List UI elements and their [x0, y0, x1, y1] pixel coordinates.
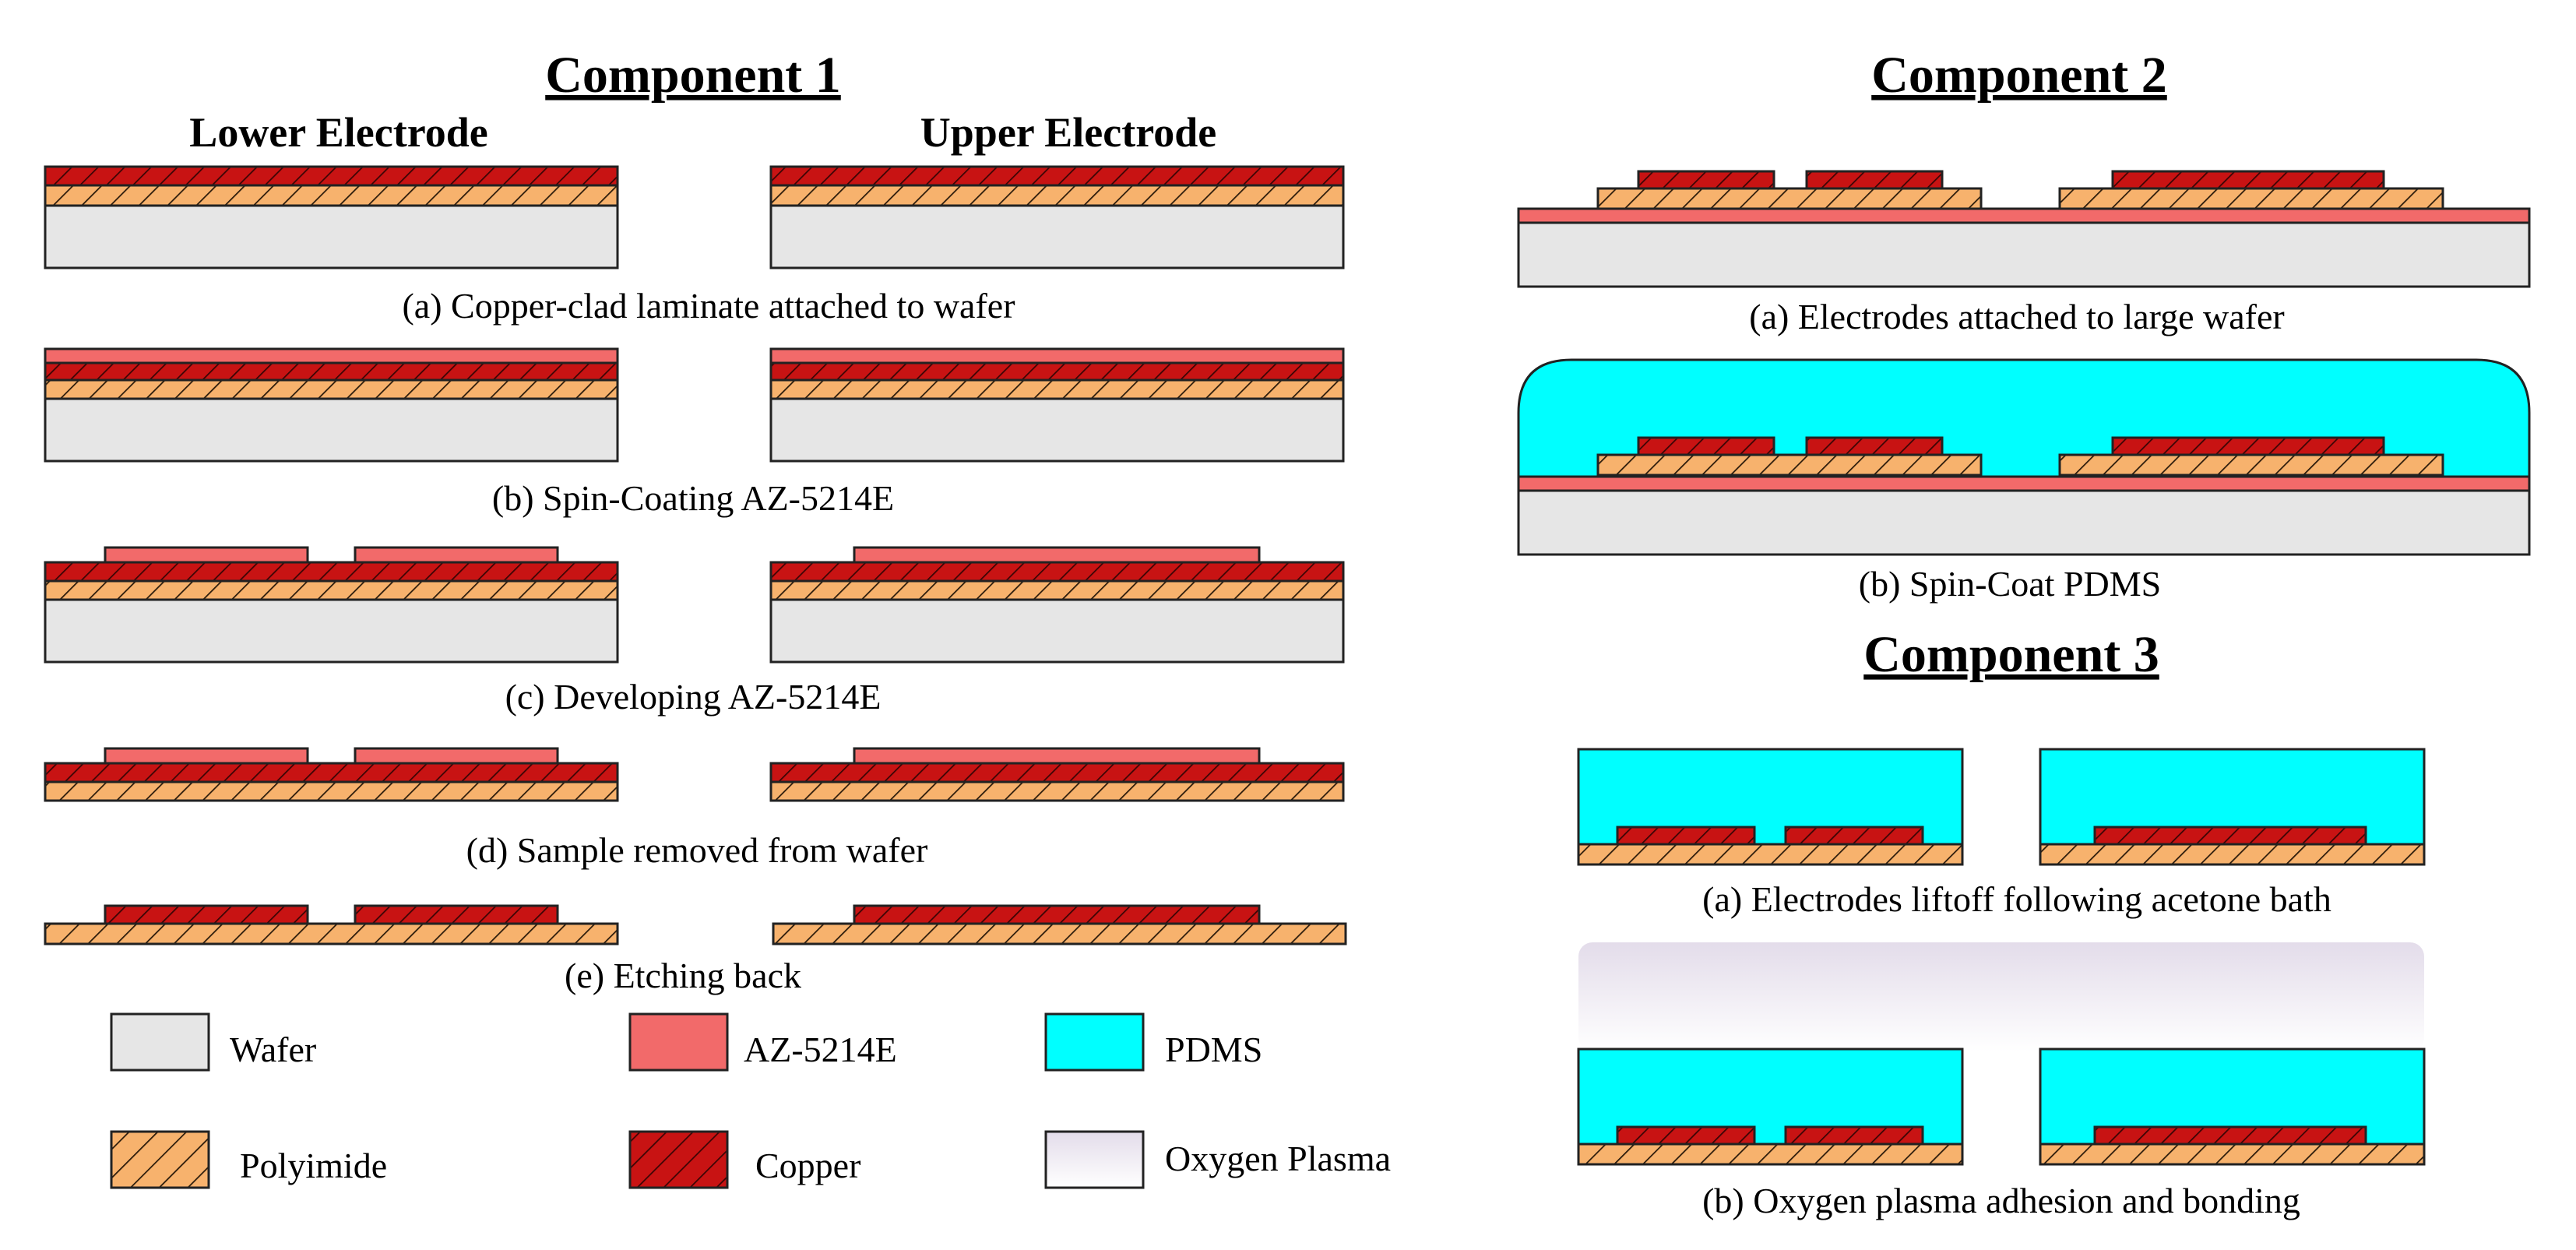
c2b-copper-2	[1805, 436, 1944, 456]
upper-c-wafer	[769, 597, 1345, 664]
lower-d-resist-1	[104, 747, 309, 765]
lower-b-polyimide	[44, 377, 619, 400]
lower-b-copper	[44, 361, 619, 382]
c2a-polyimide-left	[1596, 187, 1983, 210]
c3b-oxygen-plasma	[1578, 942, 2424, 1051]
component2-title: Component 2	[1871, 47, 2167, 104]
c1-step-b-caption: (b) Spin-Coating AZ-5214E	[492, 478, 894, 518]
upper-d-polyimide	[769, 779, 1345, 802]
c2a-polyimide-right	[2058, 187, 2444, 210]
upper-b-polyimide	[769, 377, 1345, 400]
lower-electrode-label: Lower Electrode	[189, 109, 487, 156]
c3b-copper-right	[2093, 1125, 2367, 1146]
legend-label-polyimide: Polyimide	[240, 1146, 387, 1185]
upper-b-wafer	[769, 396, 1345, 463]
legend-swatch-polyimide	[110, 1130, 210, 1189]
c3a-copper-left-2	[1784, 826, 1924, 846]
legend-label-copper: Copper	[755, 1146, 860, 1185]
lower-c-wafer	[44, 597, 619, 664]
lower-e-copper-2	[354, 904, 559, 925]
lower-a-wafer	[44, 202, 619, 269]
component2-cross-sections	[1517, 170, 2531, 556]
upper-c-resist	[853, 546, 1261, 564]
c3a-copper-left-1	[1616, 826, 1756, 846]
c2b-copper-3	[2111, 436, 2385, 456]
c3b-copper-left-2	[1784, 1125, 1924, 1146]
c2b-polyimide-left	[1596, 453, 1983, 477]
legend-label-az: AZ-5214E	[744, 1030, 897, 1069]
c2-step-b-caption: (b) Spin-Coat PDMS	[1859, 564, 2161, 604]
legend-label-wafer: Wafer	[230, 1030, 316, 1069]
c3a-polyimide-right	[2039, 843, 2426, 866]
c2a-wafer	[1517, 221, 2531, 288]
legend-label-pdms: PDMS	[1165, 1030, 1262, 1069]
legend-label-plasma: Oxygen Plasma	[1165, 1139, 1391, 1178]
legend-swatch-plasma	[1044, 1130, 1145, 1189]
upper-a-wafer	[769, 202, 1345, 269]
c2a-copper-2	[1805, 170, 1944, 190]
lower-c-copper	[44, 561, 619, 583]
c2b-copper-1	[1637, 436, 1775, 456]
legend-swatch-wafer	[110, 1012, 210, 1072]
c3-step-b-caption: (b) Oxygen plasma adhesion and bonding	[1702, 1181, 2300, 1220]
lower-d-polyimide	[44, 779, 619, 802]
c1-step-e-caption: (e) Etching back	[565, 956, 801, 995]
c1-step-d-caption: (d) Sample removed from wafer	[466, 830, 928, 870]
upper-d-resist	[853, 747, 1261, 765]
upper-c-copper	[769, 561, 1345, 583]
lower-a-polyimide	[44, 184, 619, 207]
c3a-copper-right	[2093, 826, 2367, 846]
lower-d-resist-2	[354, 747, 559, 765]
lower-d-copper	[44, 762, 619, 783]
upper-e-polyimide	[772, 922, 1347, 945]
c3b-copper-left-1	[1616, 1125, 1756, 1146]
legend-swatch-pdms	[1044, 1012, 1145, 1072]
lower-b-photoresist	[44, 347, 619, 364]
c2a-copper-1	[1637, 170, 1775, 190]
c2b-wafer	[1517, 489, 2531, 556]
c1-step-c-caption: (c) Developing AZ-5214E	[505, 677, 882, 717]
c3b-polyimide-right	[2039, 1143, 2426, 1166]
lower-a-copper	[44, 165, 619, 187]
component3-title: Component 3	[1863, 626, 2159, 683]
component3-cross-sections	[1577, 748, 2426, 1166]
c2a-photoresist	[1517, 207, 2531, 224]
lower-c-polyimide	[44, 578, 619, 601]
c2a-copper-3	[2111, 170, 2385, 190]
c2-step-a-caption: (a) Electrodes attached to large wafer	[1749, 297, 2284, 336]
upper-c-polyimide	[769, 578, 1345, 601]
c2b-polyimide-right	[2058, 453, 2444, 477]
c3-step-a-caption: (a) Electrodes liftoff following acetone…	[1702, 879, 2331, 919]
component1-title: Component 1	[545, 47, 841, 104]
lower-c-resist-1	[104, 546, 309, 564]
upper-electrode-label: Upper Electrode	[920, 109, 1216, 156]
c1-step-a-caption: (a) Copper-clad laminate attached to waf…	[402, 286, 1015, 326]
upper-b-copper	[769, 361, 1345, 382]
component1-cross-sections	[44, 165, 1347, 945]
c2b-photoresist	[1517, 475, 2531, 492]
upper-d-copper	[769, 762, 1345, 783]
lower-c-resist-2	[354, 546, 559, 564]
c3a-polyimide-left	[1577, 843, 1964, 866]
upper-a-polyimide	[769, 184, 1345, 207]
legend: Wafer AZ-5214E PDMS Polyimide Copper Oxy…	[110, 1012, 1391, 1189]
upper-b-photoresist	[769, 347, 1345, 364]
legend-swatch-az	[628, 1012, 729, 1072]
lower-b-wafer	[44, 396, 619, 463]
c3b-polyimide-left	[1577, 1143, 1964, 1166]
legend-swatch-copper	[628, 1130, 729, 1189]
upper-e-copper	[853, 904, 1261, 925]
upper-a-copper	[769, 165, 1345, 187]
lower-e-polyimide	[44, 922, 619, 945]
lower-e-copper-1	[104, 904, 309, 925]
